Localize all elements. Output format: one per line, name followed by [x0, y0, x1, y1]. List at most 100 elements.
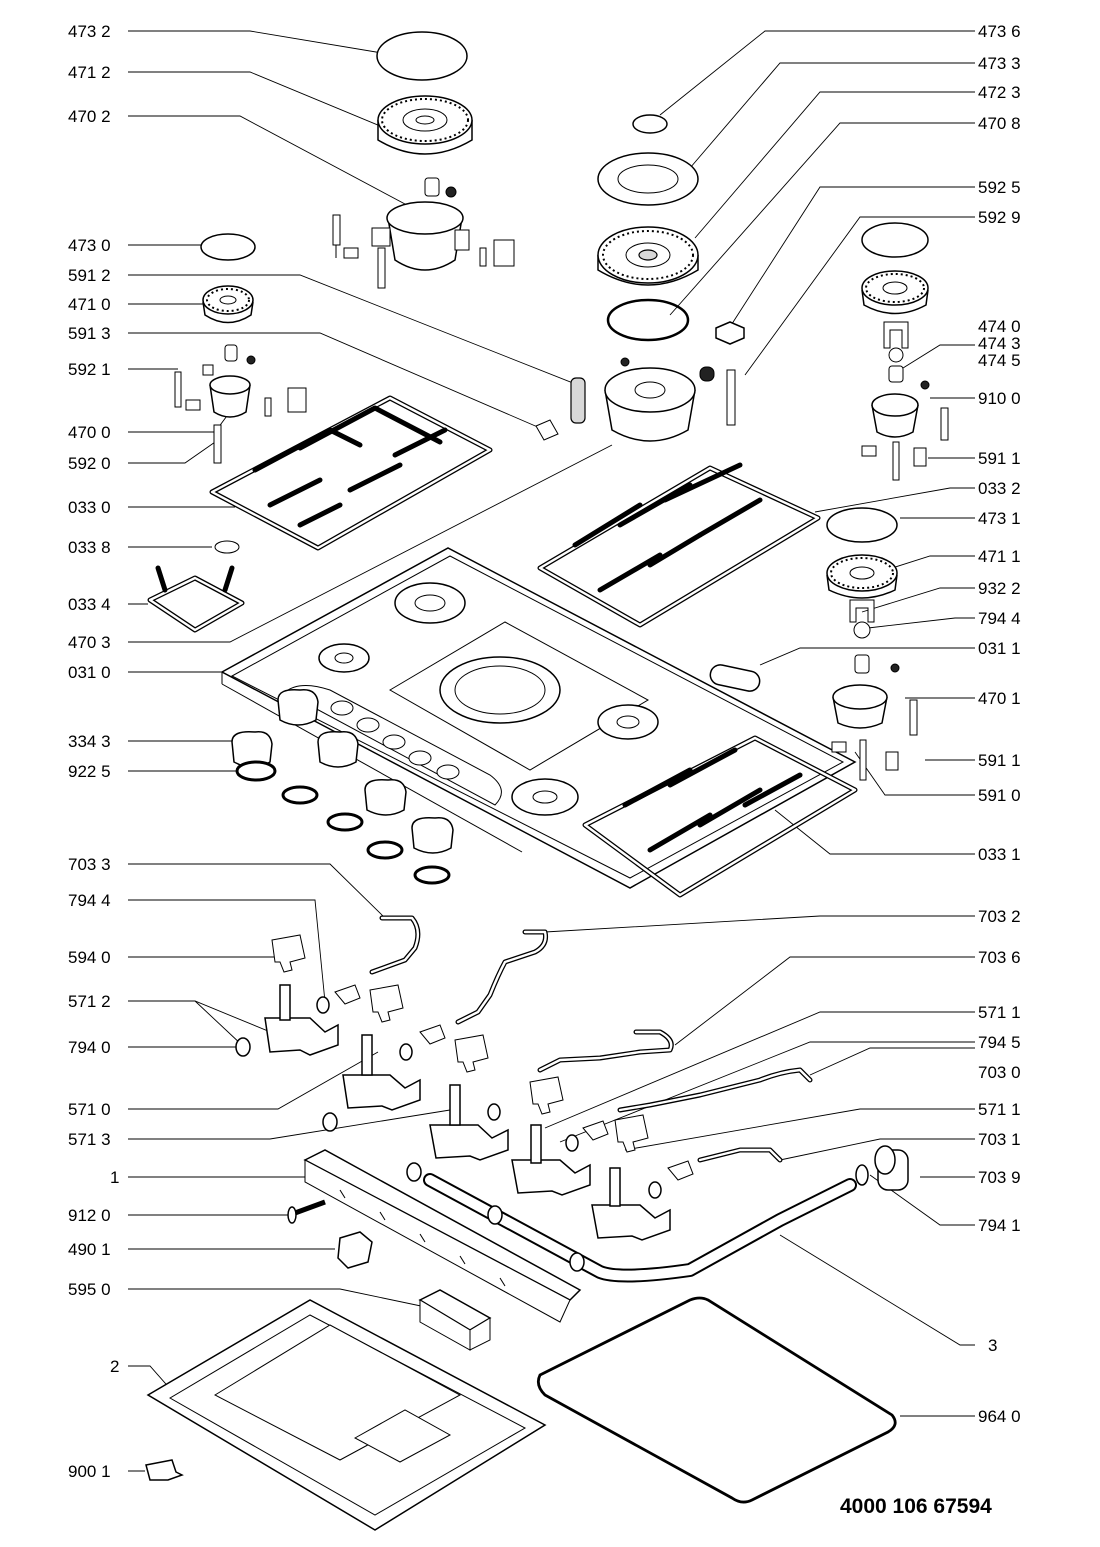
injector	[854, 654, 870, 674]
parts-drawing	[145, 31, 949, 1531]
part-label-471-0: 471 0	[68, 295, 111, 314]
burner-cap	[376, 31, 468, 81]
knob-bezels	[235, 760, 451, 885]
part-label-473-3: 473 3	[978, 54, 1021, 73]
part-label-703-9: 703 9	[978, 1168, 1021, 1187]
part-label-474-3: 474 3	[978, 334, 1021, 353]
valve-brackets	[271, 934, 694, 1181]
part-label-703-2: 703 2	[978, 907, 1021, 926]
part-label-1: 1	[110, 1168, 119, 1187]
part-label-473-6: 473 6	[978, 22, 1021, 41]
injector	[888, 365, 904, 383]
leader-lines	[128, 30, 975, 1472]
part-label-703-3: 703 3	[68, 855, 111, 874]
part-label-594-0: 594 0	[68, 948, 111, 967]
burner-crown	[377, 95, 473, 155]
part-label-703-6: 703 6	[978, 948, 1021, 967]
control-knobs	[231, 688, 454, 854]
connector-block	[337, 1231, 373, 1269]
part-label-794-4: 794 4	[68, 891, 111, 910]
part-label-033-0: 033 0	[68, 498, 111, 517]
wok-adapter	[147, 565, 245, 633]
part-label-794-4-right: 794 4	[978, 609, 1021, 628]
part-label-471-1: 471 1	[978, 547, 1021, 566]
screw	[890, 663, 900, 673]
gasket	[888, 347, 904, 363]
part-label-591-0: 591 0	[978, 786, 1021, 805]
gas-valves	[235, 984, 671, 1272]
hob-top	[220, 547, 857, 889]
part-label-473-2: 473 2	[68, 22, 111, 41]
burner-cap	[200, 233, 256, 261]
part-label-033-8: 033 8	[68, 538, 111, 557]
part-label-033-2: 033 2	[978, 479, 1021, 498]
part-label-591-1: 591 1	[978, 449, 1021, 468]
part-label-703-1: 703 1	[978, 1130, 1021, 1149]
part-label-473-0: 473 0	[68, 236, 111, 255]
part-label-473-1: 473 1	[978, 509, 1021, 528]
part-label-794-5: 794 5	[978, 1033, 1021, 1052]
gas-pipes	[369, 915, 857, 1283]
gasket	[853, 621, 871, 639]
part-label-592-1: 592 1	[68, 360, 111, 379]
rubber-foot	[214, 540, 240, 554]
part-label-033-1: 033 1	[978, 845, 1021, 864]
burner-crown	[826, 554, 898, 599]
wok-burner-body	[604, 357, 715, 442]
part-label-2: 2	[110, 1357, 119, 1376]
part-label-470-3: 470 3	[68, 633, 111, 652]
cover-plate	[709, 664, 761, 692]
bracket-clip	[145, 1459, 184, 1481]
part-label-571-1-lower: 571 1	[978, 1100, 1021, 1119]
spring-clip	[849, 599, 875, 623]
part-label-3: 3	[988, 1336, 997, 1355]
part-label-703-0: 703 0	[978, 1063, 1021, 1082]
part-label-932-2: 932 2	[978, 579, 1021, 598]
part-label-470-8: 470 8	[978, 114, 1021, 133]
burner-body	[174, 344, 307, 464]
part-label-922-5: 922 5	[68, 762, 111, 781]
part-label-031-1: 031 1	[978, 639, 1021, 658]
thermocouple	[726, 369, 736, 426]
part-label-031-0: 031 0	[68, 663, 111, 682]
part-label-571-1: 571 1	[978, 1003, 1021, 1022]
part-label-334-3: 334 3	[68, 732, 111, 751]
part-label-470-1: 470 1	[978, 689, 1021, 708]
burner-body	[861, 393, 949, 481]
part-label-592-9: 592 9	[978, 208, 1021, 227]
part-label-964-0: 964 0	[978, 1407, 1021, 1426]
part-label-470-2: 470 2	[68, 107, 111, 126]
part-label-900-1: 900 1	[68, 1462, 111, 1481]
part-label-571-3: 571 3	[68, 1130, 111, 1149]
part-label-591-2: 591 2	[68, 266, 111, 285]
spark-generator	[418, 1289, 492, 1351]
part-label-910-0: 910 0	[978, 389, 1021, 408]
base-pan	[146, 1299, 547, 1531]
part-label-591-3: 591 3	[68, 324, 111, 343]
part-label-794-0: 794 0	[68, 1038, 111, 1057]
pan-support-right-bottom	[582, 735, 858, 898]
part-label-591-1-lower: 591 1	[978, 751, 1021, 770]
gasket	[855, 1164, 869, 1186]
manifold-bracket	[303, 1149, 582, 1323]
burner-cap	[861, 222, 929, 258]
part-label-474-5: 474 5	[978, 351, 1021, 370]
part-number-labels-right: 473 6 473 3 472 3 470 8 592 5 592 9 474 …	[978, 22, 1021, 1426]
part-label-571-2: 571 2	[68, 992, 111, 1011]
burner-crown	[202, 285, 254, 324]
part-label-474-0: 474 0	[978, 317, 1021, 336]
screw-912	[287, 1199, 326, 1224]
burner-cap	[826, 507, 898, 543]
part-label-471-2: 471 2	[68, 63, 111, 82]
part-label-592-0: 592 0	[68, 454, 111, 473]
elbow-fitting	[874, 1145, 909, 1191]
part-label-490-1: 490 1	[68, 1240, 111, 1259]
burner-body	[831, 684, 918, 781]
seal-ring	[606, 298, 690, 342]
screw	[920, 380, 930, 390]
pan-support-right-top	[537, 462, 821, 628]
nut	[715, 321, 745, 345]
seal-gasket	[536, 1296, 897, 1504]
part-label-571-0: 571 0	[68, 1100, 111, 1119]
ignition-candle	[570, 377, 586, 424]
